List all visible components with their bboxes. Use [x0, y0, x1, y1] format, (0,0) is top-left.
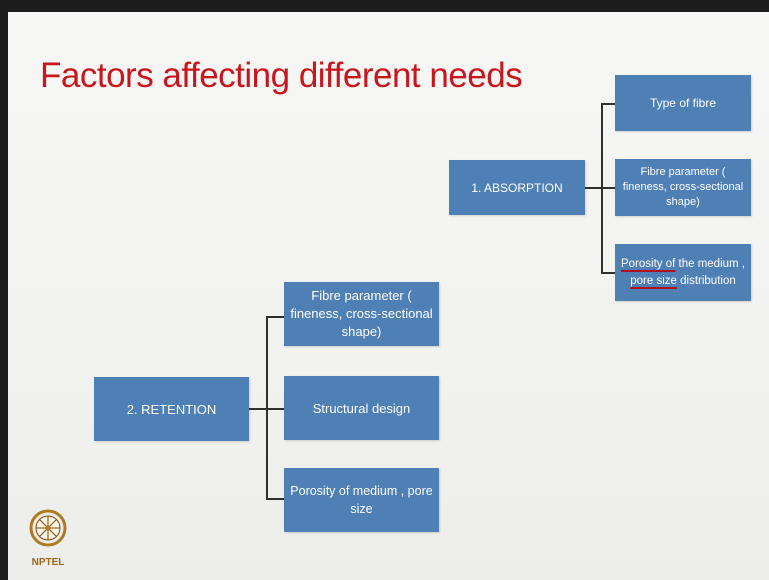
absorption-branch-3 [601, 272, 615, 274]
pore-size-underlined: pore size [630, 274, 677, 287]
retention-porosity-label: Porosity of medium , pore size [290, 484, 433, 516]
retention-stem [249, 408, 268, 410]
absorption-branch-2 [601, 187, 615, 189]
retention-branch-2 [266, 408, 284, 410]
absorption-porosity-label: Porosity of the medium , pore size distr… [621, 257, 745, 287]
porosity-underlined: Porosity of [621, 257, 676, 270]
retention-root: 2. RETENTION [94, 377, 249, 441]
retention-structural-design-label: Structural design [312, 400, 411, 416]
slide: Factors affecting different needs 1. ABS… [8, 12, 769, 580]
absorption-fibre-parameter-label: Fibre parameter ( fineness, cross-sectio… [622, 166, 744, 208]
retention-root-label: 2. RETENTION [126, 401, 217, 417]
retention-fibre-parameter-label: Fibre parameter ( fineness, cross-sectio… [290, 288, 433, 339]
absorption-porosity: Porosity of the medium , pore size distr… [615, 244, 751, 301]
retention-branch-1 [266, 316, 284, 318]
absorption-branch-1 [601, 103, 615, 105]
absorption-stem [585, 187, 602, 189]
absorption-type-of-fibre: Type of fibre [615, 75, 751, 131]
retention-porosity: Porosity of medium , pore size [284, 468, 439, 532]
nptel-emblem-icon: NPTEL [29, 509, 67, 568]
nptel-logo: NPTEL [28, 504, 68, 572]
absorption-root-label: 1. ABSORPTION [471, 180, 563, 195]
retention-fibre-parameter: Fibre parameter ( fineness, cross-sectio… [284, 282, 439, 346]
absorption-type-of-fibre-label: Type of fibre [649, 96, 717, 110]
retention-structural-design: Structural design [284, 376, 439, 440]
slide-title: Factors affecting different needs [40, 56, 523, 95]
retention-branch-3 [266, 498, 284, 500]
absorption-fibre-parameter: Fibre parameter ( fineness, cross-sectio… [615, 159, 751, 216]
absorption-root: 1. ABSORPTION [449, 160, 585, 215]
nptel-logo-text: NPTEL [32, 557, 65, 568]
